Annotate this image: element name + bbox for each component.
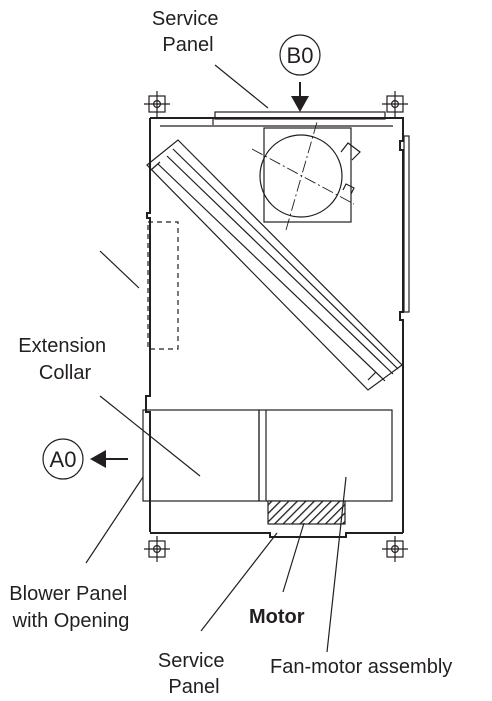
- circular-component: [251, 121, 361, 231]
- leader-lines: [85, 64, 347, 653]
- label-service-panel-bottom: Service Panel: [158, 650, 230, 698]
- corner-bracket-bottom-left: [144, 536, 170, 562]
- label-fan-motor-assembly: Fan-motor assembly: [270, 656, 452, 678]
- motor-block: [267, 500, 346, 525]
- label-extension-collar-line2: Collar: [39, 362, 92, 384]
- dashed-filter-outline: [147, 221, 179, 350]
- cabinet-outline: [145, 117, 404, 538]
- right-side-panel: [403, 135, 410, 313]
- callout-left: A0: [42, 438, 84, 480]
- corner-bracket-top-right: [382, 91, 408, 117]
- callout-left-label: A0: [50, 447, 77, 472]
- label-service-panel-top-line2: Panel: [162, 34, 213, 56]
- extension-collar-box: [142, 409, 260, 502]
- arrow-left: [90, 450, 128, 468]
- corner-bracket-top-left: [144, 91, 170, 117]
- top-service-panel: [212, 111, 386, 125]
- arrow-top-down: [291, 82, 309, 112]
- diagonal-coil: [146, 139, 403, 391]
- callout-top: B0: [279, 34, 321, 76]
- callout-top-label: B0: [287, 43, 314, 68]
- corner-bracket-bottom-right: [382, 536, 408, 562]
- label-extension-collar: Extension Collar: [18, 335, 111, 384]
- label-service-panel-top: Service Panel: [152, 8, 224, 56]
- label-blower-panel-line1: Blower Panel: [9, 583, 127, 605]
- label-blower-panel-line2: with Opening: [12, 610, 130, 632]
- fan-motor-box: [258, 409, 393, 502]
- label-service-panel-bottom-line1: Service: [158, 650, 225, 672]
- label-extension-collar-line1: Extension: [18, 335, 106, 357]
- label-blower-panel: Blower Panel with Opening: [9, 583, 132, 632]
- label-service-panel-top-line1: Service: [152, 8, 219, 30]
- label-service-panel-bottom-line2: Panel: [168, 676, 219, 698]
- label-motor: Motor: [249, 606, 305, 628]
